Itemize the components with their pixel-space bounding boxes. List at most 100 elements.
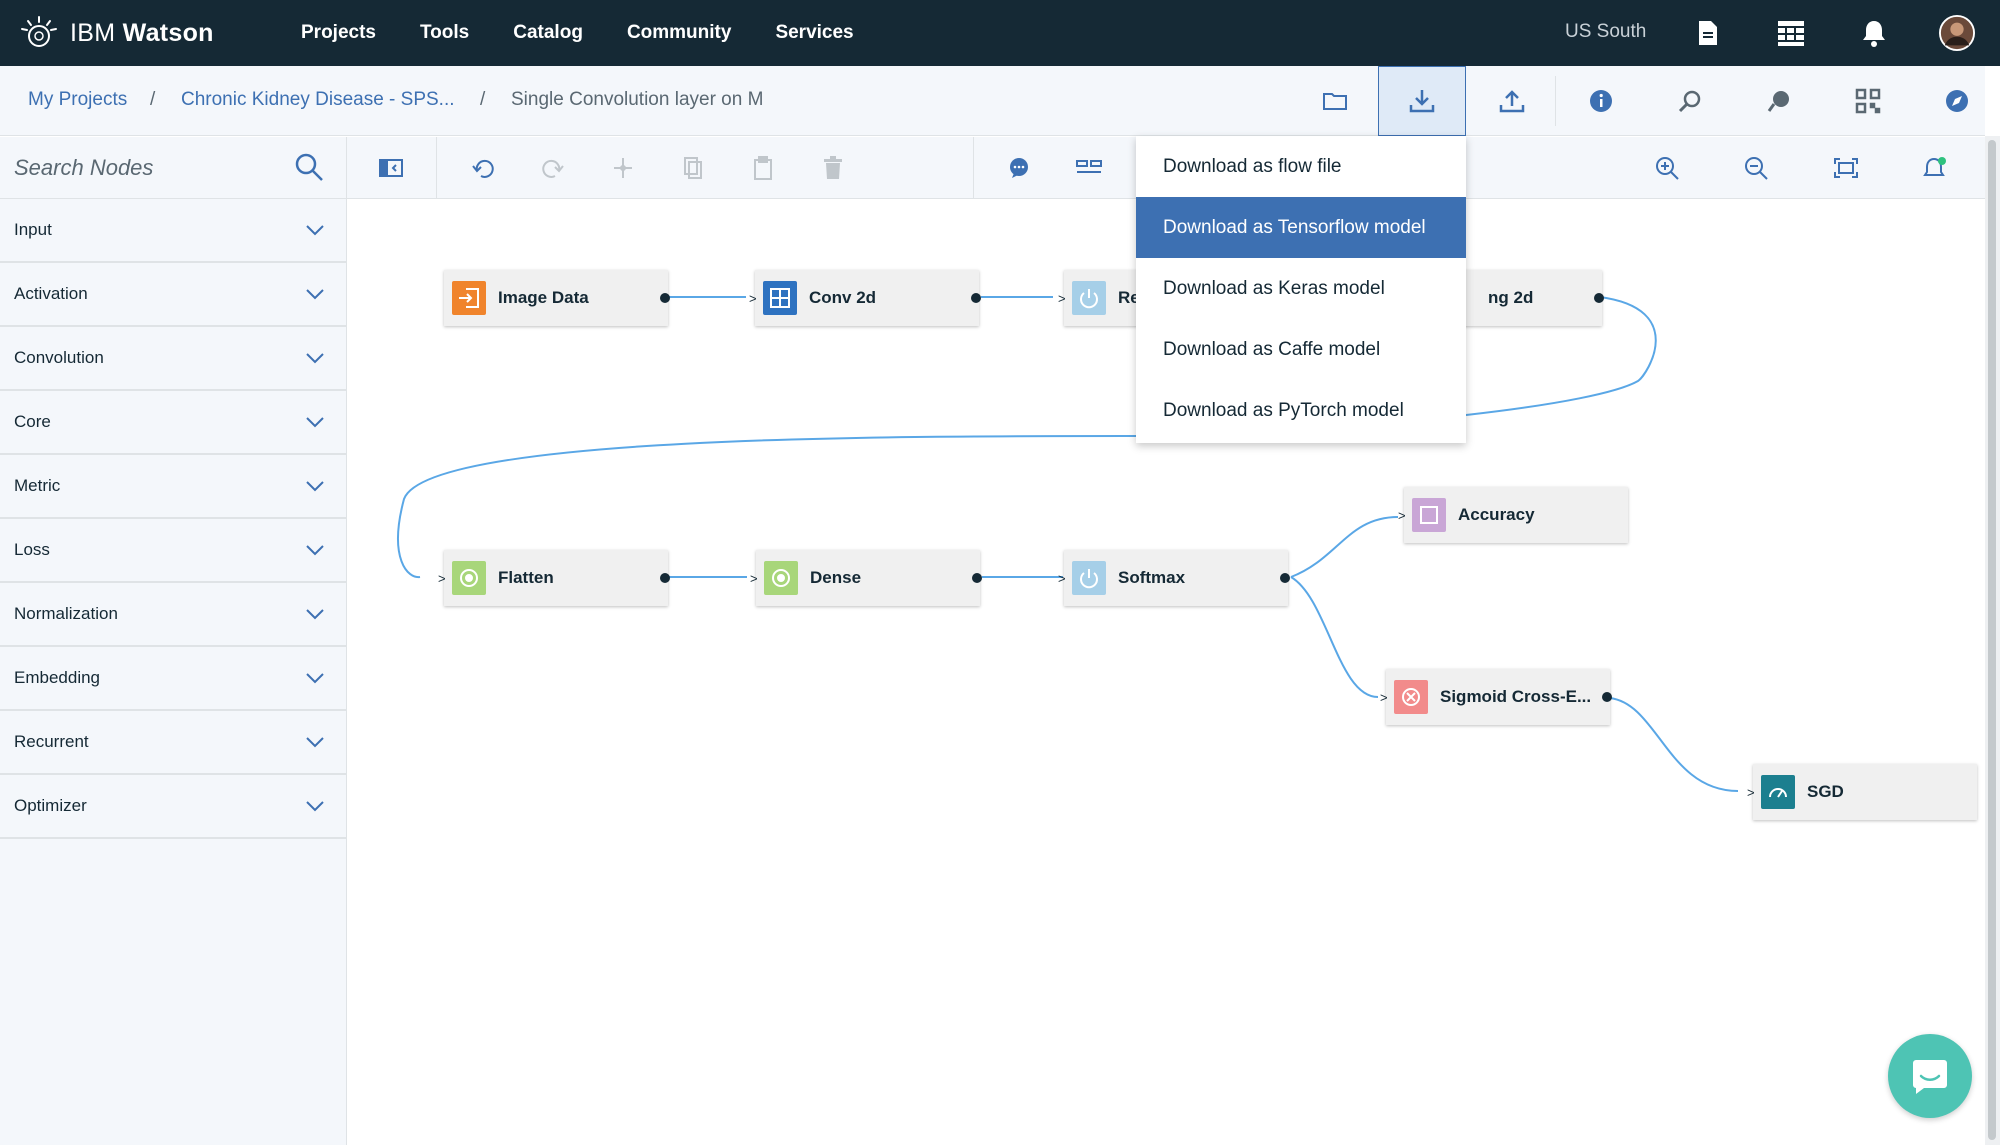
chevron-down-icon [306,737,324,748]
chevron-down-icon [306,609,324,620]
toggle-palette-icon[interactable] [373,150,409,186]
flow-canvas[interactable]: Image Data > Conv 2d > Re ng 2d > Flatte… [348,199,1985,1145]
node-flatten[interactable]: > Flatten [438,550,670,606]
node-softmax[interactable]: > Softmax [1058,550,1290,606]
download-icon[interactable] [1378,66,1466,136]
download-pytorch-model[interactable]: Download as PyTorch model [1163,399,1404,421]
input-port[interactable]: > [750,571,758,586]
node-label: Conv 2d [809,288,877,307]
category-embedding[interactable]: Embedding [0,647,346,711]
redo-icon[interactable] [535,150,571,186]
output-port[interactable] [1602,692,1612,702]
info-icon[interactable] [1557,66,1645,136]
compass-icon[interactable] [1913,66,2000,136]
notification-toggle-icon[interactable] [1917,150,1953,186]
category-label: Metric [14,476,61,495]
breadcrumb-my-projects[interactable]: My Projects [28,89,128,110]
region-selector[interactable]: US South [1565,21,1647,42]
node-dense[interactable]: > Dense [750,550,982,606]
scrollbar-thumb[interactable] [1988,140,1996,1140]
category-label: Activation [14,284,88,303]
document-icon[interactable] [1690,15,1726,51]
user-avatar[interactable] [1939,15,1975,51]
download-caffe-model[interactable]: Download as Caffe model [1163,338,1381,360]
toolbar-divider [436,137,437,199]
activation-node-icon [1072,561,1106,595]
category-optimizer[interactable]: Optimizer [0,775,346,839]
node-sgd[interactable]: > SGD [1747,764,1977,820]
breadcrumb-separator: / [480,89,486,110]
copy-icon[interactable] [675,150,711,186]
zoom-in-icon[interactable] [1649,150,1685,186]
folder-icon[interactable] [1291,66,1379,136]
top-nav: Projects Tools Catalog Community Service… [301,0,898,66]
top-nav-bar: IBM Watson Projects Tools Catalog Commun… [0,0,2000,66]
publish-training-icon[interactable] [1735,66,1823,136]
breadcrumb: My Projects / Chronic Kidney Disease - S… [0,66,1985,136]
activation-node-icon [1072,281,1106,315]
search-nodes-input[interactable] [0,137,290,199]
category-input[interactable]: Input [0,199,346,263]
grid-layout-icon[interactable] [1824,66,1912,136]
core-node-icon [764,561,798,595]
nav-tools[interactable]: Tools [419,22,470,43]
download-tensorflow-model[interactable]: Download as Tensorflow model [1136,197,1466,258]
chat-icon [1913,1060,1947,1094]
nav-services[interactable]: Services [775,22,854,43]
toolbar-divider [1555,76,1556,126]
category-core[interactable]: Core [0,391,346,455]
node-sigmoid-cross-entropy[interactable]: > Sigmoid Cross-E... [1380,669,1612,725]
download-flow-file[interactable]: Download as flow file [1163,155,1342,177]
category-label: Normalization [14,604,118,623]
output-port[interactable] [1594,293,1604,303]
category-recurrent[interactable]: Recurrent [0,711,346,775]
input-port[interactable]: > [1398,508,1406,523]
chat-support-button[interactable] [1888,1034,1972,1118]
zoom-out-icon[interactable] [1738,150,1774,186]
input-port[interactable]: > [749,291,757,306]
output-port[interactable] [971,293,981,303]
input-port[interactable]: > [438,571,446,586]
search-icon[interactable] [294,152,324,182]
input-node-icon [452,281,486,315]
input-port[interactable]: > [1380,690,1388,705]
node-accuracy[interactable]: > Accuracy [1398,487,1628,543]
ibm-watson-logo[interactable]: IBM Watson [20,0,214,66]
nav-community[interactable]: Community [626,22,732,43]
node-image-data[interactable]: Image Data [444,270,670,326]
node-label: ng 2d [1488,288,1534,307]
cut-icon[interactable] [605,150,641,186]
comment-icon[interactable] [1001,150,1037,186]
category-activation[interactable]: Activation [0,263,346,327]
paste-icon[interactable] [745,150,781,186]
notification-bell-icon[interactable] [1856,15,1892,51]
fit-to-screen-icon[interactable] [1828,150,1864,186]
input-port[interactable]: > [1058,571,1066,586]
hyperparameter-icon[interactable] [1646,66,1734,136]
input-port[interactable]: > [1747,785,1755,800]
category-label: Core [14,412,51,431]
apps-grid-icon[interactable] [1773,15,1809,51]
category-convolution[interactable]: Convolution [0,327,346,391]
category-metric[interactable]: Metric [0,455,346,519]
category-normalization[interactable]: Normalization [0,583,346,647]
category-label: Input [14,220,52,239]
delete-icon[interactable] [815,150,851,186]
output-port[interactable] [660,573,670,583]
undo-icon[interactable] [465,150,501,186]
nav-projects[interactable]: Projects [301,22,376,43]
vertical-scrollbar[interactable] [1985,136,2000,1145]
node-conv2d[interactable]: > Conv 2d [749,270,981,326]
output-port[interactable] [1280,573,1290,583]
output-port[interactable] [972,573,982,583]
output-port[interactable] [660,293,670,303]
input-port[interactable]: > [1058,291,1066,306]
download-keras-model[interactable]: Download as Keras model [1163,277,1385,299]
nav-catalog[interactable]: Catalog [513,22,583,43]
arrange-icon[interactable] [1071,150,1107,186]
node-label: Flatten [498,568,554,587]
breadcrumb-project[interactable]: Chronic Kidney Disease - SPS... [181,89,455,110]
category-loss[interactable]: Loss [0,519,346,583]
chevron-down-icon [306,225,324,236]
upload-icon[interactable] [1468,66,1556,136]
